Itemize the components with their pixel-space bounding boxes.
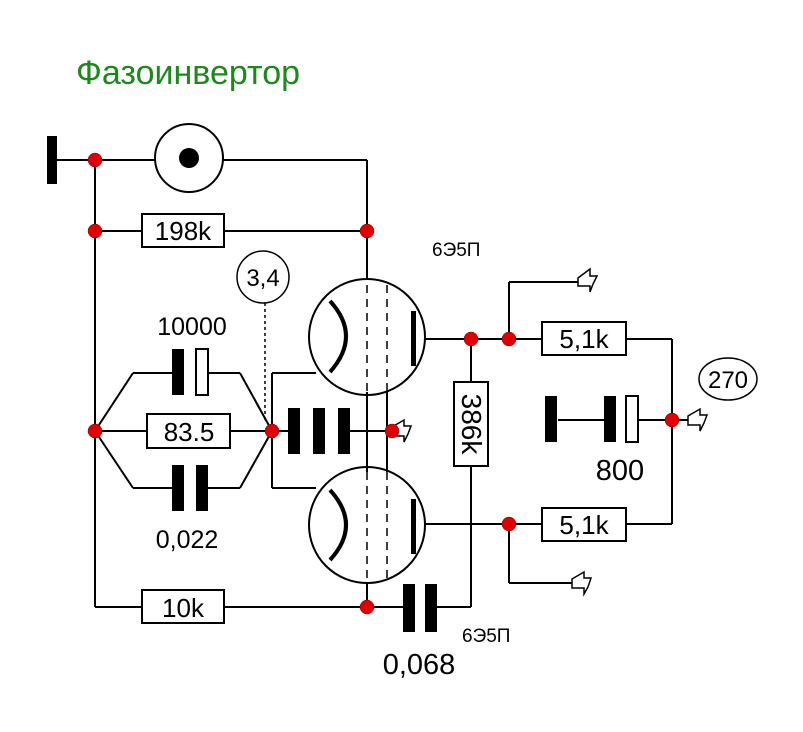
resistor-5-1k-bottom: 5,1k (541, 507, 627, 542)
junction-dot (664, 412, 680, 428)
junction-dot (384, 423, 400, 439)
capacitor-0-022-icon (172, 465, 208, 511)
resistor-83-5: 83.5 (146, 413, 231, 449)
diagram-title: Фазоинвертор (76, 54, 300, 92)
junction-dot (87, 223, 103, 239)
voltage-bubble-supply-label: 270 (708, 367, 748, 394)
capacitor-800-icon (604, 395, 639, 443)
tube-top-label: 6Э5П (432, 240, 480, 261)
resistor-5-1k-top-label: 5,1k (559, 324, 609, 354)
output-arrow-top-icon (577, 267, 599, 293)
ground-bar-right-icon (545, 396, 557, 442)
output-arrow-supply-icon (687, 407, 709, 432)
junction-dot (359, 223, 375, 239)
junction-dot (87, 152, 103, 168)
junction-dots (87, 152, 680, 615)
capacitor-800-label: 800 (596, 455, 644, 487)
junction-dot (501, 331, 517, 347)
capacitor-cathode-bypass-icon (288, 408, 350, 454)
capacitor-0-068-icon (403, 584, 437, 632)
output-arrow-bottom-icon (571, 570, 593, 597)
resistor-10k-label: 10k (162, 593, 205, 623)
resistor-83-5-label: 83.5 (164, 417, 215, 447)
ground-bar-left-icon (47, 136, 57, 184)
junction-dot (359, 599, 375, 615)
junction-dot (463, 331, 479, 347)
junction-dot (87, 423, 103, 439)
resistor-198k: 198k (141, 213, 225, 248)
capacitor-10000-label: 10000 (157, 313, 227, 341)
resistor-10k: 10k (141, 589, 225, 624)
capacitor-0-022-label: 0,022 (156, 526, 219, 554)
junction-dot (264, 423, 280, 439)
tube-top-icon (308, 278, 426, 396)
capacitor-10000-icon (172, 348, 209, 396)
resistor-386k-label: 386k (456, 394, 487, 456)
tube-bottom-label: 6Э5П (462, 626, 510, 647)
voltage-bubble-cathode: 3,4 (236, 250, 290, 304)
input-jack-icon (154, 123, 224, 193)
resistor-5-1k-top: 5,1k (541, 321, 627, 356)
capacitor-0-068-label: 0,068 (383, 649, 456, 681)
tube-bottom-icon (308, 466, 426, 584)
voltage-bubble-cathode-label: 3,4 (246, 265, 279, 292)
resistor-198k-label: 198k (155, 216, 212, 246)
junction-dot (501, 516, 517, 532)
voltage-bubble-supply: 270 (698, 357, 758, 401)
resistor-386k: 386k (453, 381, 489, 467)
resistor-5-1k-bottom-label: 5,1k (559, 510, 609, 540)
